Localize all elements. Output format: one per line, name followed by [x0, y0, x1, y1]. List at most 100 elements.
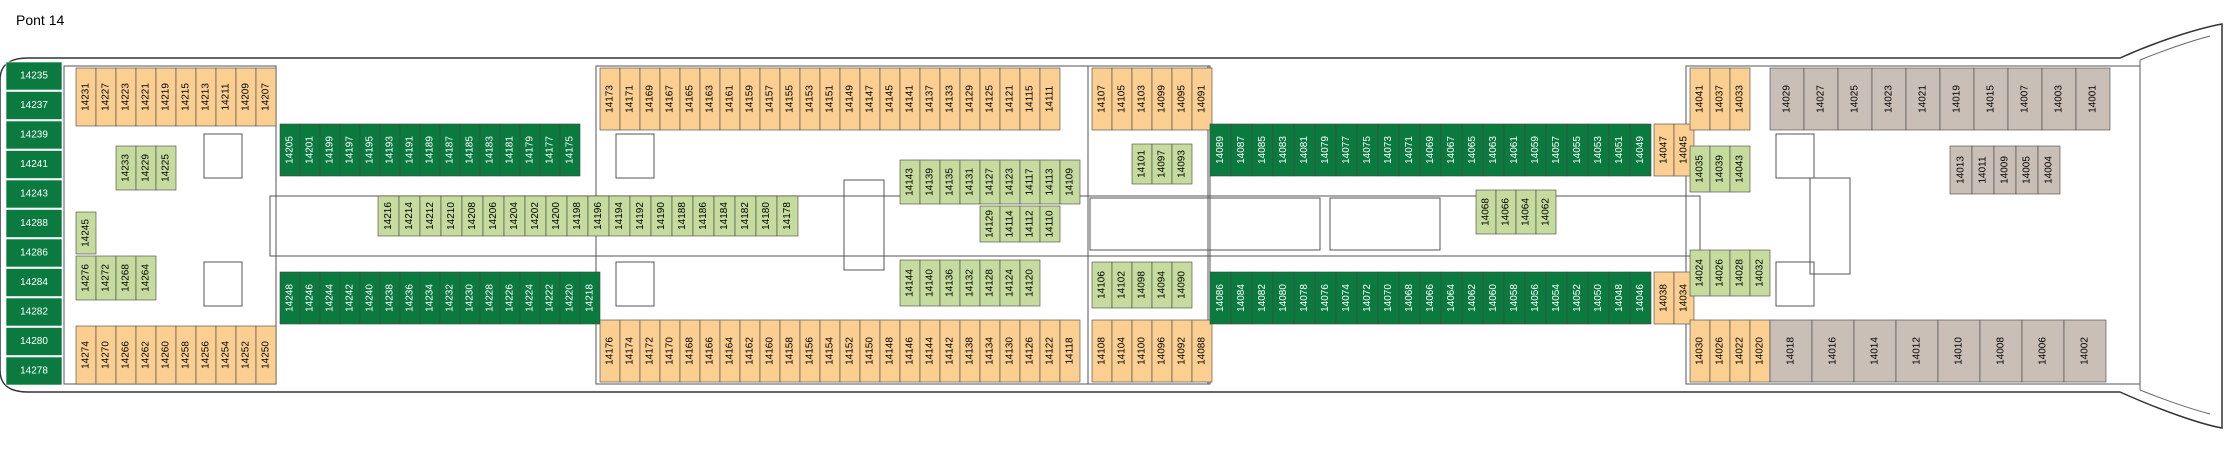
- cabin-14038[interactable]: 14038: [1653, 271, 1675, 325]
- cabin-14002[interactable]: 14002: [2063, 319, 2107, 383]
- cabin-14228[interactable]: 14228: [479, 271, 501, 325]
- cabin-14018[interactable]: 14018: [1769, 319, 1813, 383]
- cabin-14062[interactable]: 14062: [1535, 189, 1557, 235]
- cabin-14176[interactable]: 14176: [599, 319, 621, 383]
- cabin-14129[interactable]: 14129: [979, 205, 1001, 243]
- cabin-14005[interactable]: 14005: [2015, 145, 2039, 195]
- cabin-14065[interactable]: 14065: [1461, 123, 1484, 177]
- cabin-14012[interactable]: 14012: [1895, 319, 1939, 383]
- cabin-14123[interactable]: 14123: [999, 159, 1021, 205]
- cabin-14030[interactable]: 14030: [1689, 319, 1711, 383]
- cabin-14089[interactable]: 14089: [1209, 123, 1232, 177]
- cabin-14288[interactable]: 14288: [5, 209, 63, 238]
- cabin-14216[interactable]: 14216: [377, 195, 400, 237]
- cabin-14124[interactable]: 14124: [999, 259, 1021, 307]
- cabin-14226[interactable]: 14226: [499, 271, 521, 325]
- cabin-14066[interactable]: 14066: [1495, 189, 1517, 235]
- cabin-14053[interactable]: 14053: [1587, 123, 1610, 177]
- cabin-14028[interactable]: 14028: [1729, 249, 1751, 297]
- cabin-14162[interactable]: 14162: [739, 319, 761, 383]
- cabin-14082[interactable]: 14082: [1251, 271, 1274, 325]
- cabin-14009[interactable]: 14009: [1993, 145, 2017, 195]
- cabin-14161[interactable]: 14161: [719, 67, 741, 131]
- cabin-14157[interactable]: 14157: [759, 67, 781, 131]
- cabin-14147[interactable]: 14147: [859, 67, 881, 131]
- cabin-14210[interactable]: 14210: [440, 195, 463, 237]
- cabin-14234[interactable]: 14234: [419, 271, 441, 325]
- cabin-14156[interactable]: 14156: [799, 319, 821, 383]
- cabin-14242[interactable]: 14242: [339, 271, 361, 325]
- cabin-14200[interactable]: 14200: [545, 195, 568, 237]
- cabin-14041[interactable]: 14041: [1689, 67, 1711, 131]
- cabin-14114[interactable]: 14114: [999, 205, 1021, 243]
- cabin-14204[interactable]: 14204: [503, 195, 526, 237]
- cabin-14213[interactable]: 14213: [195, 67, 217, 127]
- cabin-14102[interactable]: 14102: [1111, 261, 1133, 309]
- cabin-14186[interactable]: 14186: [692, 195, 715, 237]
- cabin-14160[interactable]: 14160: [759, 319, 781, 383]
- cabin-14013[interactable]: 14013: [1949, 145, 1973, 195]
- cabin-14260[interactable]: 14260: [155, 325, 177, 385]
- cabin-14115[interactable]: 14115: [1019, 67, 1041, 131]
- cabin-14058[interactable]: 14058: [1503, 271, 1526, 325]
- cabin-14239[interactable]: 14239: [5, 120, 63, 150]
- cabin-14091[interactable]: 14091: [1191, 67, 1213, 131]
- cabin-14049[interactable]: 14049: [1629, 123, 1652, 177]
- cabin-14248[interactable]: 14248: [279, 271, 301, 325]
- cabin-14074[interactable]: 14074: [1335, 271, 1358, 325]
- cabin-14061[interactable]: 14061: [1503, 123, 1526, 177]
- cabin-14262[interactable]: 14262: [135, 325, 157, 385]
- cabin-14129[interactable]: 14129: [959, 67, 981, 131]
- cabin-14015[interactable]: 14015: [1973, 67, 2009, 131]
- cabin-14194[interactable]: 14194: [608, 195, 631, 237]
- cabin-14212[interactable]: 14212: [419, 195, 442, 237]
- cabin-14064[interactable]: 14064: [1440, 271, 1463, 325]
- cabin-14230[interactable]: 14230: [459, 271, 481, 325]
- cabin-14178[interactable]: 14178: [776, 195, 799, 237]
- cabin-14027[interactable]: 14027: [1803, 67, 1839, 131]
- cabin-14164[interactable]: 14164: [719, 319, 741, 383]
- cabin-14109[interactable]: 14109: [1059, 159, 1081, 205]
- cabin-14108[interactable]: 14108: [1091, 319, 1113, 383]
- cabin-14209[interactable]: 14209: [235, 67, 257, 127]
- cabin-14188[interactable]: 14188: [671, 195, 694, 237]
- cabin-14143[interactable]: 14143: [899, 159, 921, 205]
- cabin-14250[interactable]: 14250: [255, 325, 277, 385]
- cabin-14046[interactable]: 14046: [1629, 271, 1652, 325]
- cabin-14272[interactable]: 14272: [95, 255, 117, 301]
- cabin-14222[interactable]: 14222: [539, 271, 561, 325]
- cabin-14132[interactable]: 14132: [959, 259, 981, 307]
- cabin-14084[interactable]: 14084: [1230, 271, 1253, 325]
- cabin-14099[interactable]: 14099: [1151, 67, 1173, 131]
- cabin-14221[interactable]: 14221: [135, 67, 157, 127]
- cabin-14050[interactable]: 14050: [1587, 271, 1610, 325]
- cabin-14220[interactable]: 14220: [559, 271, 581, 325]
- cabin-14098[interactable]: 14098: [1131, 261, 1153, 309]
- cabin-14237[interactable]: 14237: [5, 91, 63, 120]
- cabin-14138[interactable]: 14138: [959, 319, 981, 383]
- cabin-14079[interactable]: 14079: [1314, 123, 1337, 177]
- cabin-14021[interactable]: 14021: [1905, 67, 1941, 131]
- cabin-14268[interactable]: 14268: [115, 255, 137, 301]
- cabin-14131[interactable]: 14131: [959, 159, 981, 205]
- cabin-14278[interactable]: 14278: [5, 356, 63, 386]
- cabin-14168[interactable]: 14168: [679, 319, 701, 383]
- cabin-14037[interactable]: 14037: [1709, 67, 1731, 131]
- cabin-14193[interactable]: 14193: [379, 123, 401, 177]
- cabin-14276[interactable]: 14276: [75, 255, 97, 301]
- cabin-14092[interactable]: 14092: [1171, 319, 1193, 383]
- cabin-14035[interactable]: 14035: [1689, 145, 1711, 193]
- cabin-14141[interactable]: 14141: [899, 67, 921, 131]
- cabin-14101[interactable]: 14101: [1131, 143, 1153, 185]
- cabin-14146[interactable]: 14146: [899, 319, 921, 383]
- cabin-14225[interactable]: 14225: [155, 145, 177, 191]
- cabin-14153[interactable]: 14153: [799, 67, 821, 131]
- cabin-14236[interactable]: 14236: [399, 271, 421, 325]
- cabin-14254[interactable]: 14254: [215, 325, 237, 385]
- cabin-14196[interactable]: 14196: [587, 195, 610, 237]
- cabin-14081[interactable]: 14081: [1293, 123, 1316, 177]
- cabin-14085[interactable]: 14085: [1251, 123, 1274, 177]
- cabin-14136[interactable]: 14136: [939, 259, 961, 307]
- cabin-14078[interactable]: 14078: [1293, 271, 1316, 325]
- cabin-14026[interactable]: 14026: [1709, 319, 1731, 383]
